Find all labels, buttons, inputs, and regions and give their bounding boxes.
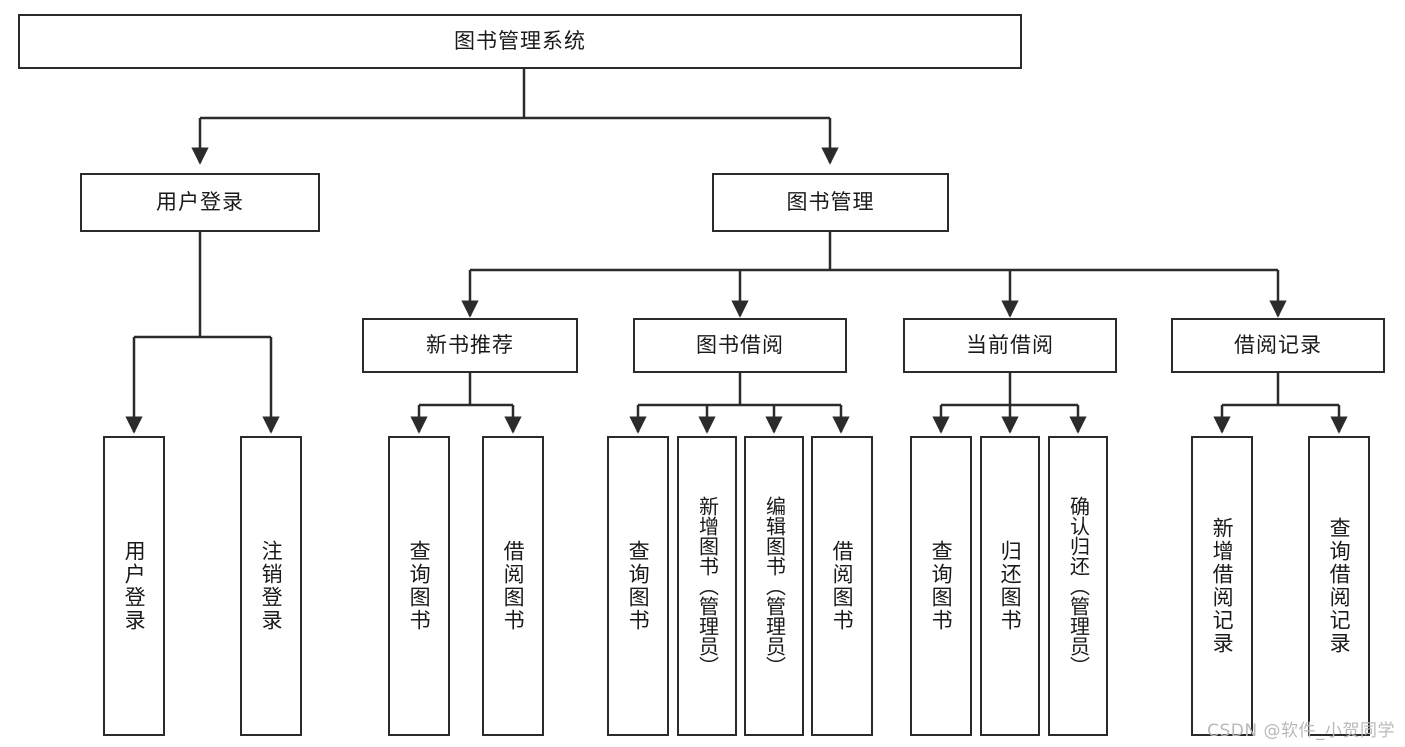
node-leaf-borrow-book-label: 借阅图书 — [830, 540, 855, 632]
node-leaf-borrow-book-recommend-label: 借阅图书 — [501, 540, 526, 632]
node-book-management[interactable]: 图书管理 — [712, 173, 949, 232]
node-borrow-record-label: 借阅记录 — [1234, 332, 1322, 357]
node-user-login-label: 用户登录 — [156, 189, 244, 214]
node-leaf-query-book-recommend-label: 查询图书 — [407, 540, 432, 632]
node-leaf-query-book-borrow[interactable]: 查询图书 — [607, 436, 669, 736]
node-leaf-query-borrow-record-label: 查询借阅记录 — [1327, 517, 1352, 655]
node-current-borrow[interactable]: 当前借阅 — [903, 318, 1117, 373]
node-leaf-edit-book-admin-label: 编辑图书（管理员） — [762, 496, 787, 676]
node-leaf-borrow-book-recommend[interactable]: 借阅图书 — [482, 436, 544, 736]
node-new-book-recommend[interactable]: 新书推荐 — [362, 318, 578, 373]
node-leaf-query-book-recommend[interactable]: 查询图书 — [388, 436, 450, 736]
node-leaf-logout-label: 注销登录 — [259, 540, 284, 632]
node-leaf-borrow-book[interactable]: 借阅图书 — [811, 436, 873, 736]
node-leaf-confirm-return-admin[interactable]: 确认归还（管理员） — [1048, 436, 1108, 736]
node-leaf-user-login[interactable]: 用户登录 — [103, 436, 165, 736]
node-borrow-record[interactable]: 借阅记录 — [1171, 318, 1385, 373]
node-new-book-recommend-label: 新书推荐 — [426, 332, 514, 357]
node-book-management-label: 图书管理 — [786, 189, 875, 214]
node-leaf-add-book-admin[interactable]: 新增图书（管理员） — [677, 436, 737, 736]
node-leaf-edit-book-admin[interactable]: 编辑图书（管理员） — [744, 436, 804, 736]
node-leaf-return-book[interactable]: 归还图书 — [980, 436, 1040, 736]
node-leaf-query-book-current-label: 查询图书 — [929, 540, 954, 632]
node-leaf-query-borrow-record[interactable]: 查询借阅记录 — [1308, 436, 1370, 736]
node-book-borrow-label: 图书借阅 — [696, 332, 784, 357]
node-root-label: 图书管理系统 — [454, 28, 586, 53]
node-root[interactable]: 图书管理系统 — [18, 14, 1022, 69]
node-leaf-add-borrow-record-label: 新增借阅记录 — [1210, 517, 1235, 655]
node-leaf-add-book-admin-label: 新增图书（管理员） — [695, 496, 720, 676]
watermark-text: CSDN @软件_小贺同学 — [1207, 721, 1395, 741]
node-leaf-add-borrow-record[interactable]: 新增借阅记录 — [1191, 436, 1253, 736]
node-leaf-return-book-label: 归还图书 — [998, 540, 1023, 632]
node-user-login[interactable]: 用户登录 — [80, 173, 320, 232]
node-leaf-query-book-borrow-label: 查询图书 — [626, 540, 651, 632]
node-book-borrow[interactable]: 图书借阅 — [633, 318, 847, 373]
node-leaf-confirm-return-admin-label: 确认归还（管理员） — [1066, 496, 1091, 676]
node-leaf-query-book-current[interactable]: 查询图书 — [910, 436, 972, 736]
node-current-borrow-label: 当前借阅 — [966, 332, 1054, 357]
node-leaf-logout[interactable]: 注销登录 — [240, 436, 302, 736]
node-leaf-user-login-label: 用户登录 — [122, 540, 147, 632]
